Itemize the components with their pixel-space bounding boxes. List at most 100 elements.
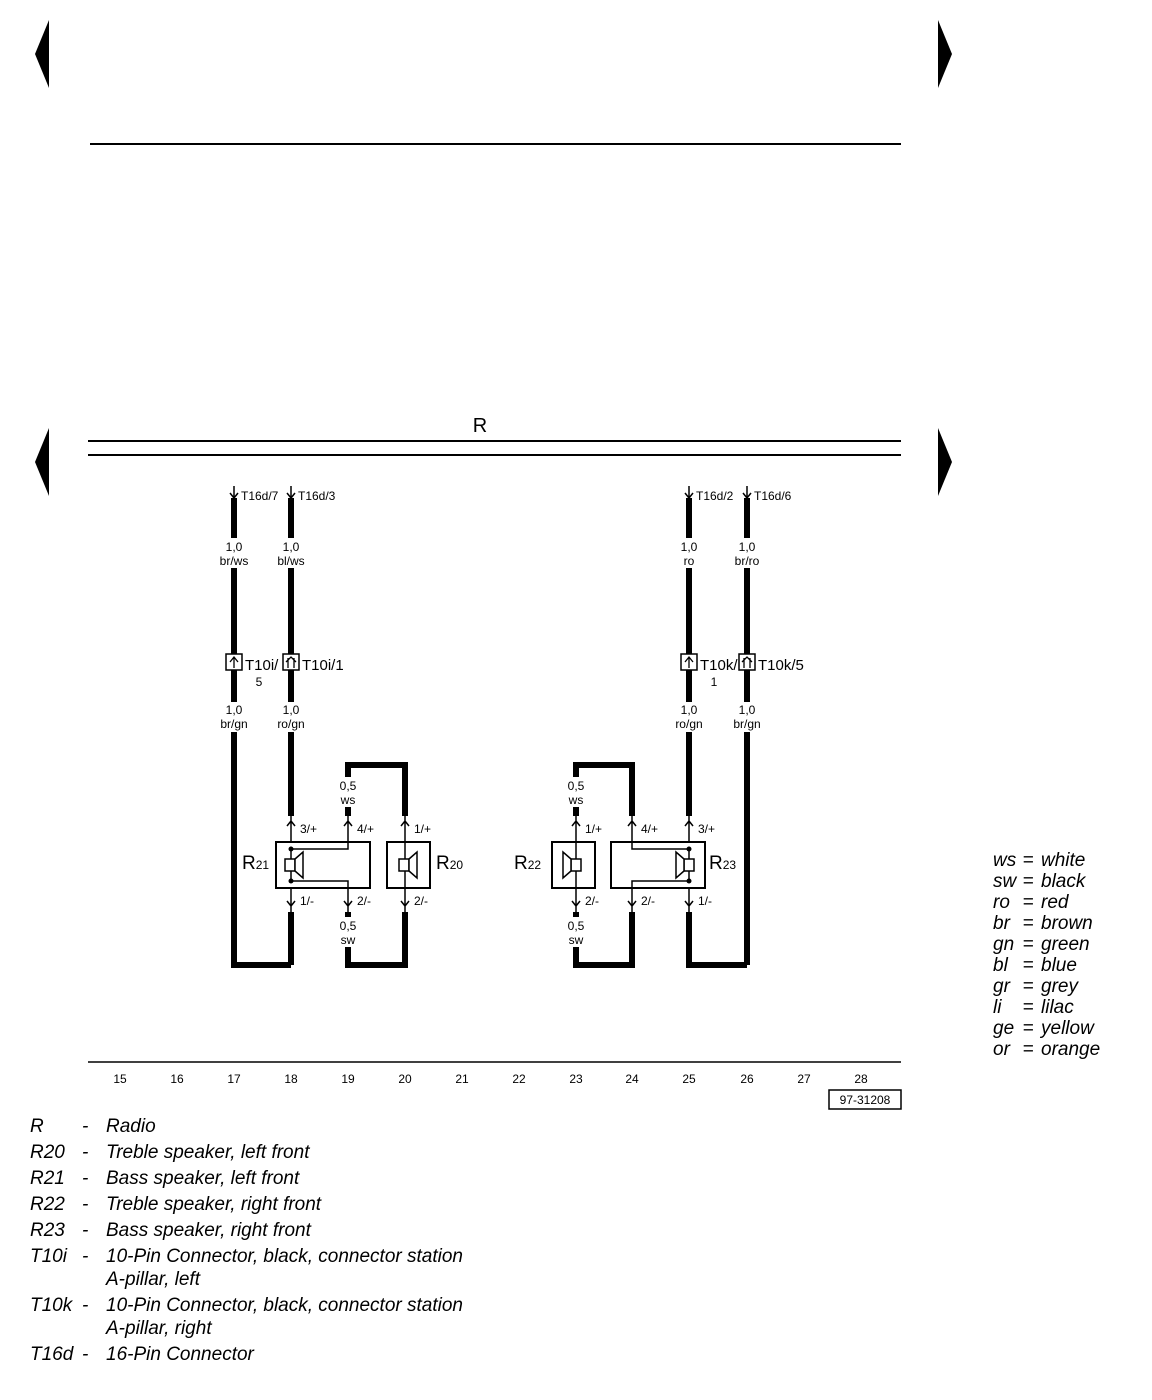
- connector-top-2: T16d/3: [298, 489, 336, 503]
- next-page-arrow-bottom[interactable]: [938, 428, 952, 496]
- component-label-r20: R20: [436, 853, 463, 874]
- legend-code: or: [993, 1039, 1010, 1060]
- wire-lower-color-2: ro/gn: [277, 717, 304, 731]
- connector-mid-1-pin: 5: [256, 675, 263, 689]
- grid-number: 22: [512, 1072, 526, 1086]
- jumper-color-3: ws: [568, 793, 584, 807]
- key-code: R23: [30, 1220, 65, 1241]
- wire-upper-color-3: ro: [684, 554, 695, 568]
- legend-name: yellow: [1041, 1018, 1094, 1039]
- legend-name: white: [1041, 850, 1086, 871]
- legend-name: grey: [1041, 976, 1078, 997]
- legend-code: bl: [993, 955, 1008, 976]
- wire-upper-gauge-2: 1,0: [283, 540, 300, 554]
- wire-upper-gauge-3: 1,0: [681, 540, 698, 554]
- connector-mid-2: T10i/1: [302, 657, 344, 674]
- wire-lower-color-3: ro/gn: [675, 717, 702, 731]
- pin-r20-2: 2/-: [414, 894, 428, 908]
- legend-row: ge=yellow: [993, 1018, 1094, 1039]
- wire-lower-color-4: br/gn: [733, 717, 760, 731]
- speaker-r21[interactable]: [275, 841, 371, 889]
- jumper-gauge-1: 0,5: [340, 779, 357, 793]
- legend-name: green: [1041, 934, 1090, 955]
- key-row: R23-Bass speaker, right front: [30, 1219, 526, 1242]
- legend-name: brown: [1041, 913, 1093, 934]
- key-row: R-Radio: [30, 1115, 526, 1138]
- connector-top-1: T16d/7: [241, 489, 279, 503]
- next-page-arrow-top[interactable]: [938, 20, 952, 88]
- speaker-r22[interactable]: [551, 841, 596, 889]
- grid-number: 21: [455, 1072, 469, 1086]
- key-code: R21: [30, 1168, 65, 1189]
- legend-name: blue: [1041, 955, 1077, 976]
- bus-label: R: [473, 415, 487, 437]
- legend-code: sw: [993, 871, 1017, 892]
- pin-r21-3: 3/+: [300, 822, 317, 836]
- key-desc: 16-Pin Connector: [106, 1344, 254, 1365]
- wire-lower-gauge-2: 1,0: [283, 703, 300, 717]
- wire-lower-gauge-1: 1,0: [226, 703, 243, 717]
- grid-number: 25: [682, 1072, 696, 1086]
- wire-upper-color-1: br/ws: [220, 554, 249, 568]
- grid-number: 19: [341, 1072, 355, 1086]
- key-row: R22-Treble speaker, right front: [30, 1193, 526, 1216]
- legend-row: br=brown: [993, 913, 1093, 934]
- legend-name: lilac: [1041, 997, 1074, 1018]
- key-desc: Radio: [106, 1116, 156, 1137]
- wire-lower-color-1: br/gn: [220, 717, 247, 731]
- legend-row: bl=blue: [993, 955, 1077, 976]
- legend-row: gn=green: [993, 934, 1090, 955]
- pin-r21-1: 1/-: [300, 894, 314, 908]
- key-row: T10i-10-Pin Connector, black, connector …: [30, 1245, 526, 1291]
- component-label-r23: R23: [709, 853, 736, 874]
- component-key: R-Radio R20-Treble speaker, left front R…: [30, 1115, 526, 1369]
- legend-code: li: [993, 997, 1002, 1018]
- legend-row: or=orange: [993, 1039, 1101, 1060]
- legend-row: li=lilac: [993, 997, 1074, 1018]
- pin-r23-3: 3/+: [698, 822, 715, 836]
- key-desc: Bass speaker, left front: [106, 1168, 300, 1189]
- wire-lower-gauge-3: 1,0: [681, 703, 698, 717]
- jumper-color-4: sw: [569, 933, 584, 947]
- speaker-r20[interactable]: [386, 841, 431, 889]
- key-code: R: [30, 1116, 44, 1137]
- key-desc: Treble speaker, right front: [106, 1194, 322, 1215]
- key-code: T10k: [30, 1295, 73, 1316]
- key-desc: Bass speaker, right front: [106, 1220, 311, 1241]
- grid-number: 23: [569, 1072, 583, 1086]
- component-label-r22: R22: [514, 853, 541, 874]
- grid-number: 26: [740, 1072, 754, 1086]
- connector-mid-3: T10k/: [700, 657, 738, 674]
- connector-mid-1: T10i/: [245, 657, 279, 674]
- legend-name: black: [1041, 871, 1086, 892]
- key-row: T10k-10-Pin Connector, black, connector …: [30, 1294, 526, 1340]
- grid-number: 17: [227, 1072, 241, 1086]
- connector-mid-3-pin: 1: [711, 675, 718, 689]
- grid-number: 15: [113, 1072, 127, 1086]
- legend-code: br: [993, 913, 1010, 934]
- pin-r20-1: 1/+: [414, 822, 431, 836]
- connector-top-4: T16d/6: [754, 489, 792, 503]
- top-connector-arrows: [229, 486, 752, 500]
- legend-row: ro=red: [993, 892, 1069, 913]
- legend-code: ge: [993, 1018, 1015, 1039]
- pin-r23-2: 2/-: [641, 894, 655, 908]
- jumper-gauge-4: 0,5: [568, 919, 585, 933]
- jumper-color-2: sw: [341, 933, 356, 947]
- key-code: T16d: [30, 1344, 74, 1365]
- connector-top-3: T16d/2: [696, 489, 734, 503]
- key-code: T10i: [30, 1246, 67, 1267]
- wire-lower-gauge-4: 1,0: [739, 703, 756, 717]
- component-label-r21: R21: [242, 853, 269, 874]
- grid-number: 18: [284, 1072, 298, 1086]
- wire-upper-color-4: br/ro: [735, 554, 760, 568]
- speaker-r23[interactable]: [610, 841, 706, 889]
- jumper-color-1: ws: [340, 793, 356, 807]
- legend-code: ws: [993, 850, 1017, 871]
- prev-page-arrow-top[interactable]: [35, 20, 49, 88]
- key-row: R20-Treble speaker, left front: [30, 1141, 526, 1164]
- legend-code: gn: [993, 934, 1015, 955]
- pin-r23-1: 1/-: [698, 894, 712, 908]
- prev-page-arrow-bottom[interactable]: [35, 428, 49, 496]
